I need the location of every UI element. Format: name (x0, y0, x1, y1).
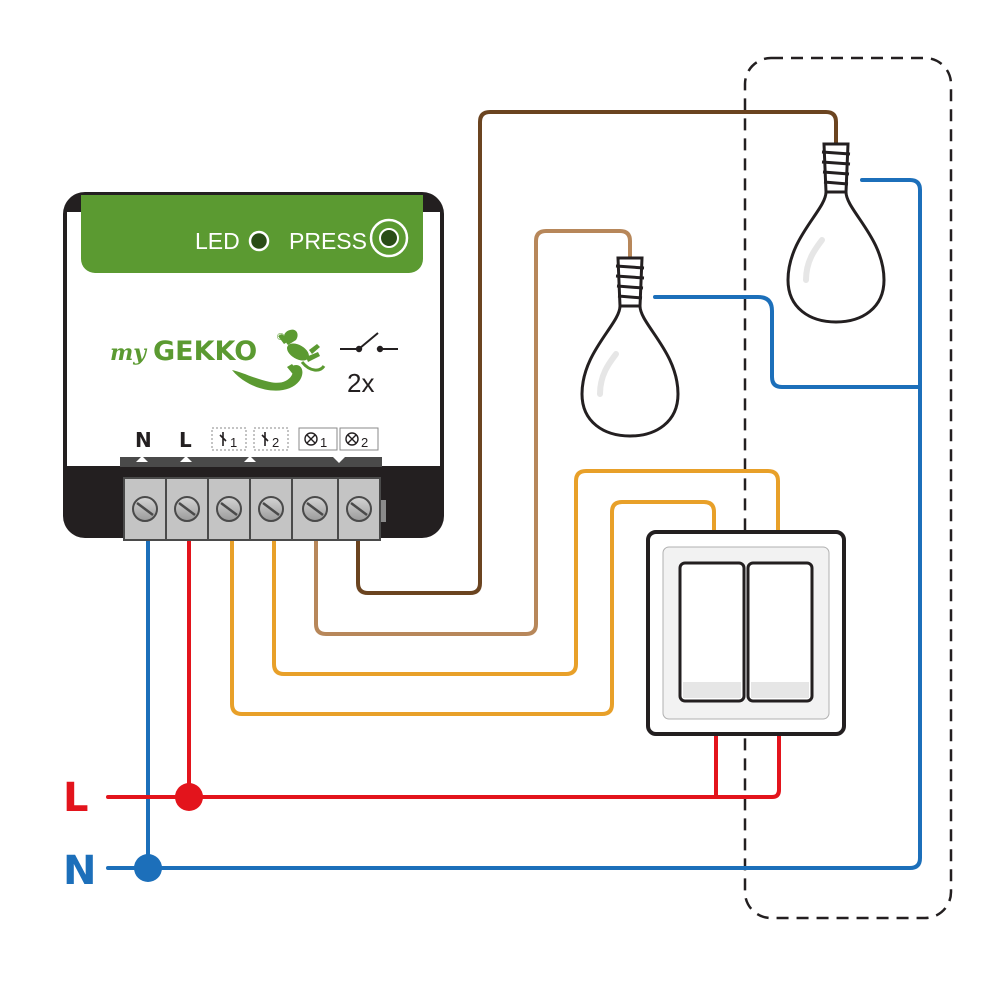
neutral-bus-wire (146, 178, 922, 870)
lamp-2 (788, 144, 884, 322)
light-bulb-icon (788, 144, 884, 322)
brand-prefix: my (110, 340, 148, 366)
light-bulb-icon (582, 258, 678, 436)
terminal-l-label: L (179, 428, 192, 452)
switch1-wire (230, 500, 716, 716)
lamp-output-1-sub: 1 (320, 435, 327, 450)
terminal-o2-screw[interactable] (337, 477, 381, 541)
rocker-left[interactable] (678, 561, 746, 703)
supply-line-label: L (63, 775, 89, 821)
lamp-1 (582, 258, 678, 436)
led-indicator-icon (248, 230, 270, 252)
switch-input-2-label: 2 (253, 427, 289, 451)
brand-name: GEKKO (153, 336, 257, 367)
terminal-block (123, 477, 386, 541)
double-rocker-switch[interactable] (646, 530, 846, 736)
lamp-output-2-label: 2 (339, 427, 379, 451)
terminal-s1-screw[interactable] (207, 477, 251, 541)
line-junction-dot (175, 783, 203, 811)
lamp1-wire (314, 229, 632, 636)
rocker-right[interactable] (746, 561, 814, 703)
lamp2-wire (356, 110, 838, 595)
supply-neutral-label: N (63, 848, 96, 894)
switch-input-2-sub: 2 (272, 435, 279, 450)
terminal-s2-screw[interactable] (249, 477, 293, 541)
channel-count: 2x (347, 368, 374, 398)
dashed-enclosure (743, 56, 953, 920)
switch-input-1-label: 1 (211, 427, 247, 451)
double-rocker-switch-icon (678, 561, 814, 703)
press-label: PRESS (289, 228, 367, 254)
terminal-o1-screw[interactable] (291, 477, 339, 541)
line-feed-wire (106, 733, 781, 799)
switch-input-1-sub: 1 (230, 435, 237, 450)
switch2-wire (272, 469, 780, 676)
led-label: LED (195, 228, 240, 254)
terminal-arrows (136, 456, 345, 463)
lamp1-neutral-wire (653, 295, 922, 389)
press-button-icon[interactable] (369, 218, 409, 258)
gecko-logo-icon (232, 329, 326, 391)
terminal-n-screw[interactable] (123, 477, 167, 541)
switch-symbol-icon (340, 332, 398, 353)
lamp-output-1-label: 1 (298, 427, 338, 451)
terminal-l-screw[interactable] (165, 477, 209, 541)
mygekko-module: LED PRESS my GEKKO ® (63, 192, 444, 541)
lamp-output-2-sub: 2 (361, 435, 368, 450)
terminal-n-label: N (135, 428, 152, 452)
neutral-junction-dot (134, 854, 162, 882)
